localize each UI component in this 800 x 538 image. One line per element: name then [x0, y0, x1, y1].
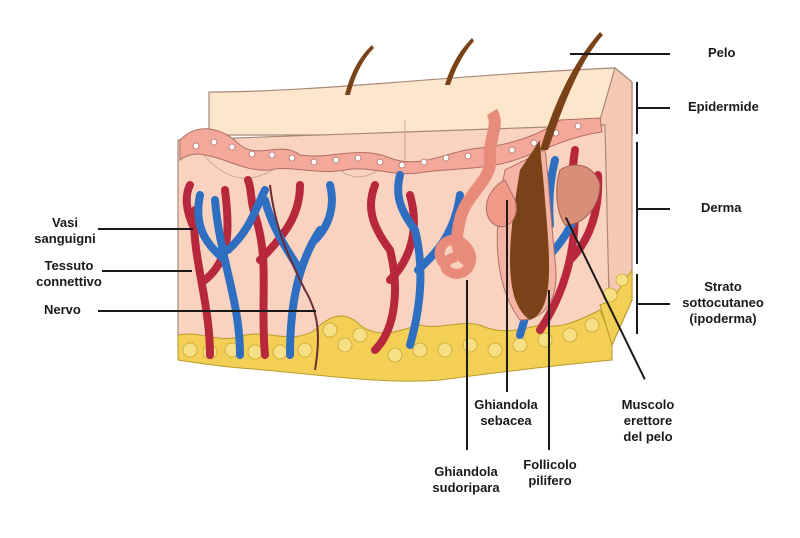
epidermis-cell-layer	[179, 117, 603, 175]
leader-line	[637, 208, 670, 210]
nerve	[269, 184, 319, 371]
bracket-strato	[636, 274, 638, 334]
label-pelo: Pelo	[708, 45, 736, 60]
bracket-epidermide	[636, 82, 638, 134]
label-derma: Derma	[701, 200, 742, 215]
hair-follicle	[510, 140, 550, 320]
hair-shaft	[540, 32, 603, 150]
arrector-pili-muscle	[556, 164, 601, 226]
leader-line	[637, 303, 670, 305]
label-nervo: Nervo	[44, 302, 81, 317]
hair-shaft-small	[445, 38, 474, 85]
leader-line	[102, 270, 192, 272]
leader-line	[637, 107, 670, 109]
hair-shaft-small	[345, 45, 374, 95]
leader-line	[570, 53, 670, 55]
leader-line	[98, 228, 193, 230]
blood-vessels	[182, 146, 603, 359]
leader-line	[548, 290, 550, 450]
sebaceous-gland	[485, 179, 517, 228]
leader-line	[98, 310, 316, 312]
leader-line	[466, 280, 468, 450]
label-epidermide: Epidermide	[688, 99, 759, 114]
epidermis-cells	[192, 122, 582, 169]
sweat-gland-coil	[434, 234, 477, 279]
leader-line	[506, 200, 508, 392]
bracket-derma	[636, 142, 638, 264]
